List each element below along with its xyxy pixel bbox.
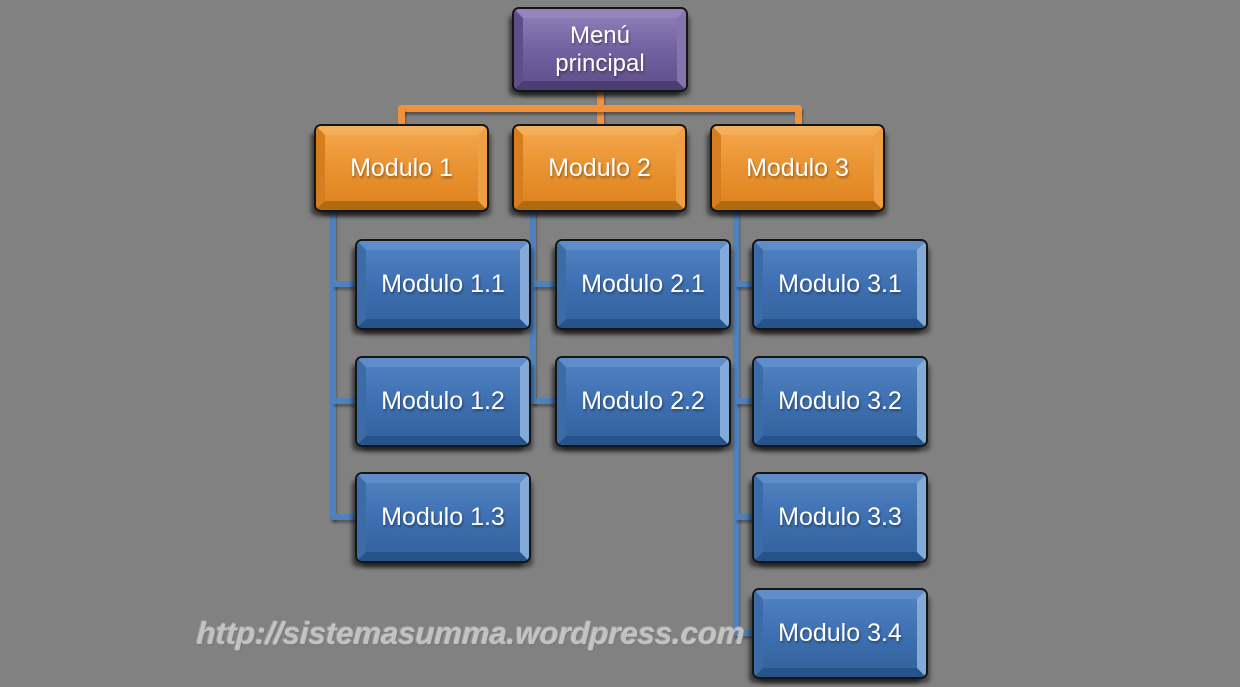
node-modulo-2-2: Modulo 2.2 [557,358,729,445]
connector-modulo3-1-stub [736,281,758,287]
node-label: Modulo 3 [746,153,849,182]
node-label: Modulo 2.2 [581,387,705,416]
node-modulo-1-3: Modulo 1.3 [357,474,529,561]
node-menu-principal: Menú principal [514,9,686,90]
node-label: Modulo 3.4 [778,619,902,648]
connector-modulo2-1-stub [533,281,560,287]
node-label: Menú principal [555,21,645,77]
connector-root-trunk [398,105,802,112]
connector-modulo1-2-stub [333,398,360,404]
node-modulo-2-1: Modulo 2.1 [557,241,729,328]
node-modulo-1: Modulo 1 [316,126,487,210]
node-modulo-3-4: Modulo 3.4 [754,590,926,677]
connector-modulo1-1-stub [333,281,360,287]
connector-modulo2-vertical [530,207,536,404]
node-label: Modulo 3.3 [778,503,902,532]
node-label: Modulo 1 [350,153,453,182]
node-label: Modulo 3.1 [778,270,902,299]
connector-modulo3-4-stub [736,630,758,636]
connector-modulo3-3-stub [736,514,758,520]
node-modulo-1-1: Modulo 1.1 [357,241,529,328]
node-label: Modulo 1.1 [381,270,505,299]
node-label: Modulo 3.2 [778,387,902,416]
connector-modulo1-3-stub [333,514,360,520]
node-label: Modulo 2.1 [581,270,705,299]
connector-modulo1-vertical [330,207,336,520]
node-modulo-3-3: Modulo 3.3 [754,474,926,561]
connector-modulo3-vertical [733,207,739,636]
node-label: Modulo 1.2 [381,387,505,416]
node-label: Modulo 2 [548,153,651,182]
node-label: Modulo 1.3 [381,503,505,532]
node-modulo-3-1: Modulo 3.1 [754,241,926,328]
connector-modulo1-drop [398,108,405,128]
node-modulo-3-2: Modulo 3.2 [754,358,926,445]
node-modulo-2: Modulo 2 [514,126,685,210]
connector-modulo3-2-stub [736,398,758,404]
node-modulo-1-2: Modulo 1.2 [357,358,529,445]
node-modulo-3: Modulo 3 [712,126,883,210]
connector-modulo3-drop [795,108,802,128]
connector-modulo2-2-stub [533,398,560,404]
watermark-url: http://sistemasumma.wordpress.com [196,616,746,651]
